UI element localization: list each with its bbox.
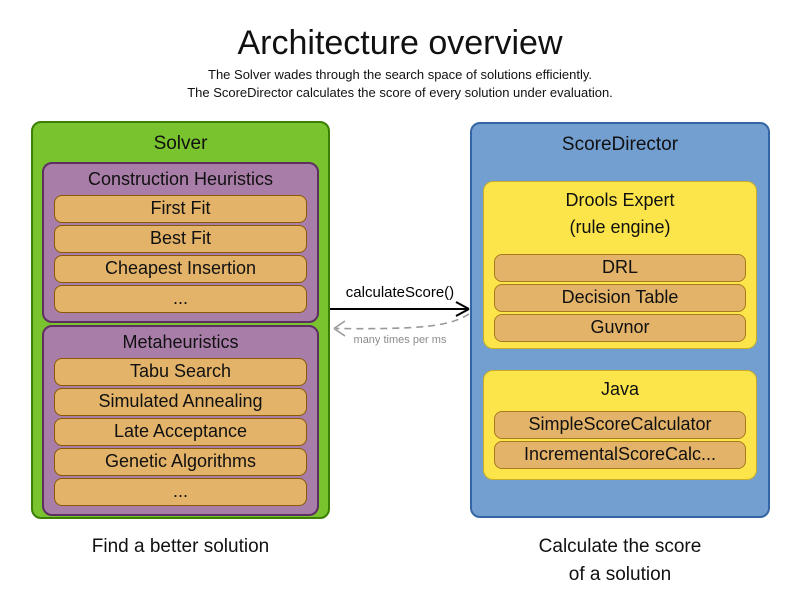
subtitle-line-1: The Solver wades through the search spac…	[208, 67, 592, 82]
item-simple-score-calculator: SimpleScoreCalculator	[494, 411, 746, 439]
java-items: SimpleScoreCalculator IncrementalScoreCa…	[494, 411, 746, 469]
drools-expert-panel: Drools Expert (rule engine) DRL Decision…	[483, 181, 757, 349]
item-drl: DRL	[494, 254, 746, 282]
item-construction-ellipsis: ...	[54, 285, 307, 313]
java-title: Java	[600, 379, 640, 399]
item-cheapest-insertion: Cheapest Insertion	[54, 255, 307, 283]
drools-expert-items: DRL Decision Table Guvnor	[494, 254, 746, 342]
item-genetic-algorithms: Genetic Algorithms	[54, 448, 307, 476]
metaheuristics-group: Metaheuristics Tabu Search Simulated Ann…	[42, 325, 319, 516]
drools-expert-title-line-2: (rule engine)	[569, 217, 671, 237]
metaheuristics-title: Metaheuristics	[122, 332, 239, 352]
drools-expert-title-line-1: Drools Expert	[565, 190, 675, 210]
item-late-acceptance: Late Acceptance	[54, 418, 307, 446]
score-director-box: ScoreDirector Drools Expert (rule engine…	[470, 122, 770, 518]
item-incremental-score-calc: IncrementalScoreCalc...	[494, 441, 746, 469]
item-best-fit: Best Fit	[54, 225, 307, 253]
feedback-arrow	[333, 313, 470, 337]
construction-heuristics-group: Construction Heuristics First Fit Best F…	[42, 162, 319, 323]
item-first-fit: First Fit	[54, 195, 307, 223]
item-tabu-search: Tabu Search	[54, 358, 307, 386]
item-metaheuristics-ellipsis: ...	[54, 478, 307, 506]
construction-heuristics-title: Construction Heuristics	[87, 169, 274, 189]
solver-caption: Find a better solution	[91, 536, 270, 557]
score-director-caption: Calculate the score of a solution	[470, 533, 770, 589]
solver-title: Solver	[153, 133, 208, 154]
calculate-score-arrow	[330, 301, 470, 317]
item-simulated-annealing: Simulated Annealing	[54, 388, 307, 416]
subtitle-line-2: The ScoreDirector calculates the score o…	[187, 84, 613, 100]
item-guvnor: Guvnor	[494, 314, 746, 342]
score-director-title: ScoreDirector	[561, 134, 679, 155]
item-decision-table: Decision Table	[494, 284, 746, 312]
connection-arrows	[330, 301, 470, 337]
java-panel: Java SimpleScoreCalculator IncrementalSc…	[483, 370, 757, 480]
drools-expert-title: Drools Expert (rule engine)	[494, 187, 746, 241]
calculate-score-label: calculateScore()	[345, 284, 455, 301]
frequency-label: many times per ms	[353, 334, 447, 346]
score-director-caption-line-2: of a solution	[568, 564, 672, 585]
solver-box: Solver Construction Heuristics First Fit…	[31, 121, 330, 519]
page-title: Architecture overview	[237, 24, 563, 62]
subtitle: The Solver wades through the search spac…	[0, 66, 800, 101]
score-director-caption-line-1: Calculate the score	[538, 536, 702, 557]
